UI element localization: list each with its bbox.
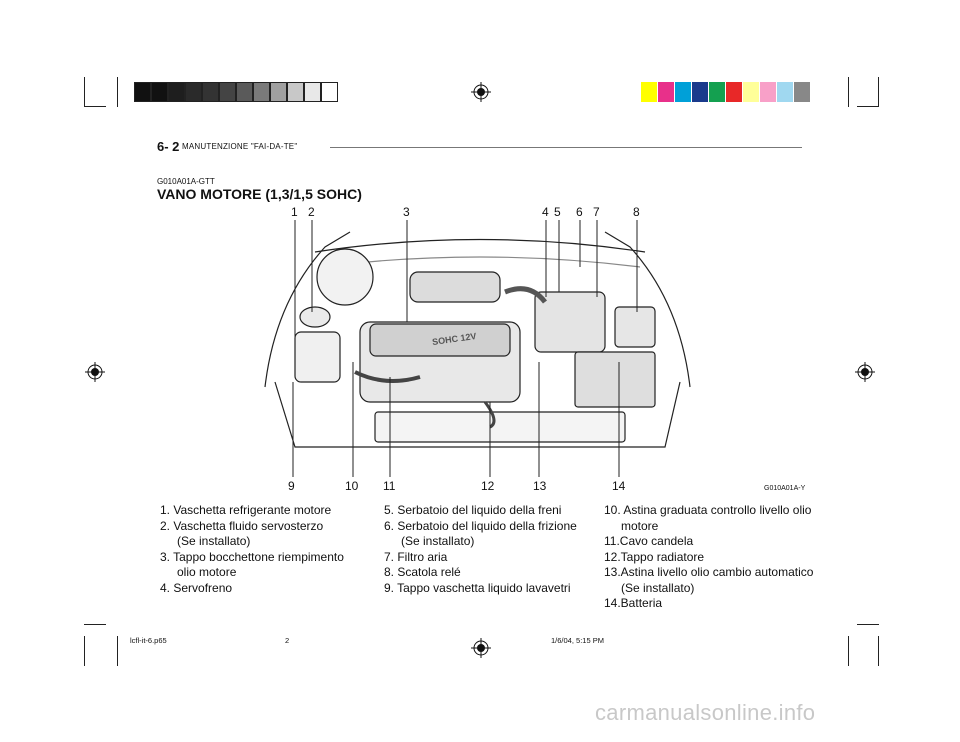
footer-page: 2 [285, 636, 290, 645]
color-swatch [168, 82, 185, 102]
figure-code: G010A01A-GTT [157, 177, 215, 186]
registration-mark-icon [471, 638, 491, 658]
image-code: G010A01A-Y [764, 485, 806, 492]
color-swatch [692, 82, 709, 102]
legend-item: motore [621, 518, 659, 533]
callout-3: 3 [403, 205, 410, 219]
page-number: 6- 2 [157, 139, 180, 154]
legend-item: (Se installato) [177, 534, 251, 548]
page-title: VANO MOTORE (1,3/1,5 SOHC) [157, 186, 362, 202]
legend-item: 8. Scatola relé [384, 565, 461, 579]
color-swatch [321, 82, 338, 102]
color-swatch [219, 82, 236, 102]
grayscale-bar [134, 82, 338, 102]
legend-item: 3. Tappo bocchettone riempimento [160, 549, 344, 564]
color-swatch [675, 82, 692, 102]
legend-column-2: 5. Serbatoio del liquido della freni 6. … [384, 503, 577, 596]
callout-10: 10 [345, 479, 359, 493]
color-swatch [641, 82, 658, 102]
legend-item: 12.Tappo radiatore [604, 549, 705, 564]
color-swatch [202, 82, 219, 102]
legend-item: 11.Cavo candela [604, 534, 694, 548]
callout-9: 9 [288, 479, 295, 493]
footer-timestamp: 1/6/04, 5:15 PM [551, 636, 604, 645]
callout-4: 4 [542, 205, 549, 219]
color-swatch [709, 82, 726, 102]
color-swatch [777, 82, 794, 102]
color-swatch [287, 82, 304, 102]
color-swatch [236, 82, 253, 102]
callout-8: 8 [633, 205, 640, 219]
color-swatch [760, 82, 777, 102]
legend-item: (Se installato) [621, 580, 695, 595]
legend-item: 2. Vaschetta fluido servosterzo [160, 518, 324, 533]
registration-mark-icon [471, 82, 491, 102]
watermark: carmanualsonline.info [595, 700, 816, 725]
engine-bay-diagram [264, 220, 691, 477]
color-swatch [134, 82, 151, 102]
header-rule [330, 147, 802, 148]
callout-14: 14 [612, 479, 626, 493]
legend-item: 4. Servofreno [160, 580, 233, 595]
callout-12: 12 [481, 479, 495, 493]
callout-5: 5 [554, 205, 561, 219]
legend-item: 1. Vaschetta refrigerante motore [160, 503, 332, 517]
color-swatch [726, 82, 743, 102]
color-swatch [304, 82, 321, 102]
callout-13: 13 [533, 479, 547, 493]
legend-item: (Se installato) [401, 534, 475, 548]
callout-2: 2 [308, 205, 315, 219]
legend-item: 7. Filtro aria [384, 549, 448, 564]
registration-mark-icon [855, 362, 875, 382]
color-swatch [743, 82, 760, 102]
registration-mark-icon [85, 362, 105, 382]
callout-11: 11 [383, 479, 396, 493]
legend-column-1: 1. Vaschetta refrigerante motore 2. Vasc… [160, 503, 344, 596]
legend-item: 13.Astina livello olio cambio automatico [604, 565, 814, 579]
legend-item: 6. Serbatoio del liquido della frizione [384, 518, 577, 533]
legend-column-3: 10. Astina graduata controllo livello ol… [604, 503, 813, 612]
callout-6: 6 [576, 205, 583, 219]
legend-item: 9. Tappo vaschetta liquido lavavetri [384, 580, 571, 595]
legend-item: 5. Serbatoio del liquido della freni [384, 503, 562, 517]
callout-1: 1 [291, 205, 298, 219]
legend-item: 10. Astina graduata controllo livello ol… [604, 503, 812, 517]
color-bar [641, 82, 811, 102]
legend-item: olio motore [177, 565, 237, 579]
legend-item: 14.Batteria [604, 596, 663, 610]
color-swatch [794, 82, 811, 102]
section-title: MANUTENZIONE "FAI-DA-TE" [182, 142, 298, 151]
color-swatch [270, 82, 287, 102]
color-swatch [185, 82, 202, 102]
callout-7: 7 [593, 205, 600, 219]
color-swatch [253, 82, 270, 102]
color-swatch [151, 82, 168, 102]
color-swatch [658, 82, 675, 102]
footer-file: lcfl-it-6.p65 [130, 636, 167, 645]
